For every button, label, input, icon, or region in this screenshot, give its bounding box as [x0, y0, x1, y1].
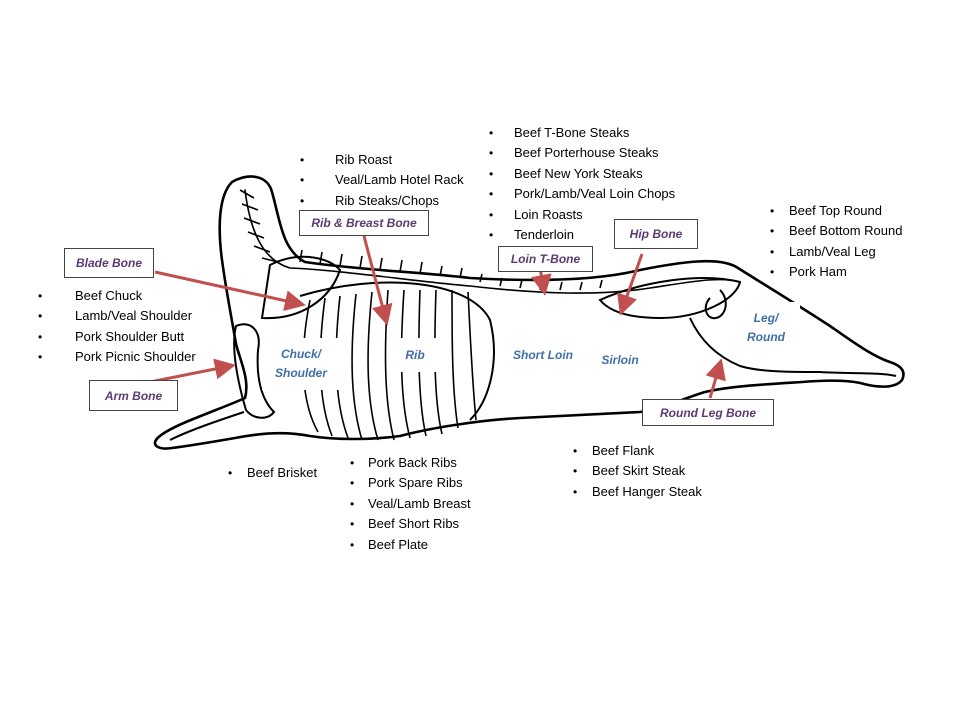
- shoulder-cuts-list: Beef Chuck Lamb/Veal Shoulder Pork Shoul…: [38, 286, 196, 368]
- leg-round-region-label: Leg/ Round: [732, 302, 800, 354]
- list-item: Veal/Lamb Hotel Rack: [300, 170, 464, 191]
- loin-cuts-list: Beef T-Bone Steaks Beef Porterhouse Stea…: [489, 123, 675, 246]
- list-item: Pork/Lamb/Veal Loin Chops: [489, 184, 675, 205]
- blade-bone-label: Blade Bone: [64, 248, 154, 278]
- list-item: Beef Short Ribs: [350, 514, 471, 535]
- list-item: Rib Steaks/Chops: [300, 191, 464, 212]
- list-item: Beef New York Steaks: [489, 164, 675, 185]
- sirloin-region-label: Sirloin: [601, 352, 639, 367]
- list-item: Pork Spare Ribs: [350, 473, 471, 494]
- arrow-arm: [149, 358, 236, 384]
- list-item: Beef Brisket: [228, 463, 317, 484]
- arrow-blade: [154, 270, 306, 312]
- list-item: Beef Bottom Round: [770, 221, 902, 242]
- list-item: Loin Roasts: [489, 205, 675, 226]
- arrow-rib-breast: [362, 235, 393, 326]
- short-loin-region-label: Short Loin: [513, 347, 573, 362]
- list-item: Beef Porterhouse Steaks: [489, 143, 675, 164]
- list-item: Veal/Lamb Breast: [350, 494, 471, 515]
- list-item: Lamb/Veal Shoulder: [38, 306, 196, 327]
- chuck-shoulder-region-label: Chuck/ Shoulder: [262, 338, 340, 390]
- brisket-cuts-list: Beef Brisket: [228, 463, 317, 484]
- round-cuts-list: Beef Top Round Beef Bottom Round Lamb/Ve…: [770, 201, 902, 283]
- list-item: Beef Skirt Steak: [573, 461, 702, 482]
- list-item: Beef Top Round: [770, 201, 902, 222]
- rib-breast-bone-label: Rib & Breast Bone: [299, 210, 429, 236]
- list-item: Beef Chuck: [38, 286, 196, 307]
- list-item: Beef Flank: [573, 441, 702, 462]
- list-item: Tenderloin: [489, 225, 675, 246]
- rib-cuts-list: Rib Roast Veal/Lamb Hotel Rack Rib Steak…: [300, 150, 464, 212]
- list-item: Rib Roast: [300, 150, 464, 171]
- round-leg-bone-label: Round Leg Bone: [642, 399, 774, 426]
- list-item: Pork Picnic Shoulder: [38, 347, 196, 368]
- flank-cuts-list: Beef Flank Beef Skirt Steak Beef Hanger …: [573, 441, 702, 503]
- list-item: Pork Shoulder Butt: [38, 327, 196, 348]
- plate-cuts-list: Pork Back Ribs Pork Spare Ribs Veal/Lamb…: [350, 453, 471, 555]
- list-item: Beef Hanger Steak: [573, 482, 702, 503]
- list-item: Pork Back Ribs: [350, 453, 471, 474]
- loin-tbone-label: Loin T-Bone: [498, 246, 593, 272]
- body-outline: [153, 175, 905, 450]
- list-item: Lamb/Veal Leg: [770, 242, 902, 263]
- hip-bone-label: Hip Bone: [614, 219, 698, 249]
- arrow-hip: [617, 253, 644, 316]
- arrow-round-leg: [705, 358, 726, 399]
- list-item: Pork Ham: [770, 262, 902, 283]
- arm-bone-label: Arm Bone: [89, 380, 178, 411]
- list-item: Beef Plate: [350, 535, 471, 556]
- list-item: Beef T-Bone Steaks: [489, 123, 675, 144]
- rib-region-label: Rib: [387, 338, 443, 372]
